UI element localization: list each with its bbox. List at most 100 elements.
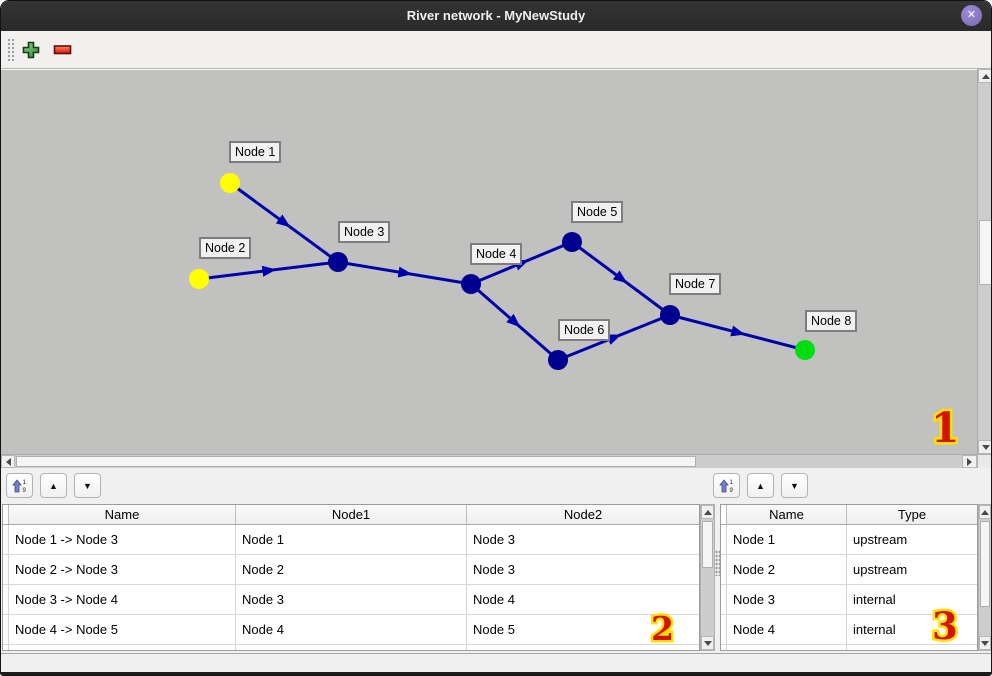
node-circle[interactable] <box>220 173 240 193</box>
toolbar-grip-handle[interactable] <box>7 38 15 62</box>
node-circle[interactable] <box>548 350 568 370</box>
node-circle[interactable] <box>461 274 481 294</box>
links-table-toolbar: 1 9 ▲ ▼ <box>6 473 101 499</box>
title-bar: River network - MyNewStudy ✕ <box>1 1 991 31</box>
column-header[interactable]: Node1 <box>236 505 467 524</box>
node-circle[interactable] <box>795 340 815 360</box>
svg-text:1: 1 <box>22 480 26 486</box>
move-down-button[interactable]: ▼ <box>74 473 101 498</box>
node-label[interactable]: Node 2 <box>199 237 252 259</box>
horizontal-scrollbar-thumb[interactable] <box>16 456 696 467</box>
node-label[interactable]: Node 3 <box>338 221 391 243</box>
node-label[interactable]: Node 7 <box>669 273 722 295</box>
node-circle[interactable] <box>189 269 209 289</box>
table-cell: Node 2 -> Node 3 <box>9 555 236 584</box>
panel-splitter-handle[interactable] <box>715 550 721 576</box>
table-cell: Node 1 -> Node 3 <box>9 525 236 554</box>
table-cell: Node 3 -> Node 4 <box>9 585 236 614</box>
node-circle[interactable] <box>562 232 582 252</box>
move-up-button[interactable]: ▲ <box>747 473 774 498</box>
node-label[interactable]: Node 5 <box>571 201 624 223</box>
scroll-up-button[interactable] <box>978 69 991 83</box>
edge-arrow-icon <box>730 325 746 337</box>
window-title: River network - MyNewStudy <box>406 8 586 23</box>
move-down-button[interactable]: ▼ <box>781 473 808 498</box>
canvas-horizontal-scrollbar[interactable] <box>1 454 977 468</box>
table-cell <box>3 585 9 614</box>
node-label[interactable]: Node 4 <box>470 243 523 265</box>
table-cell: Node 4 -> Node 5 <box>9 615 236 644</box>
arrow-down-icon <box>981 640 989 646</box>
scroll-down-button[interactable] <box>701 636 714 650</box>
scroll-right-button[interactable] <box>962 455 977 468</box>
svg-text:9: 9 <box>729 488 733 494</box>
table-cell: Node 5 <box>473 622 515 637</box>
vertical-scrollbar-thumb[interactable] <box>980 521 990 607</box>
remove-button[interactable] <box>50 37 76 63</box>
table-row[interactable]: Node 1 upstream <box>721 525 977 555</box>
network-canvas[interactable]: Node 1 Node 2 Node 3 Node 4 Node 5 Node 6 Node… <box>1 69 977 454</box>
table-cell <box>3 525 9 554</box>
add-button[interactable] <box>18 37 44 63</box>
table-cell: Node 1 <box>727 525 847 554</box>
scroll-left-button[interactable] <box>1 455 15 468</box>
nodes-table-scrollbar[interactable] <box>978 504 991 651</box>
svg-text:1: 1 <box>729 480 733 486</box>
node-label[interactable]: Node 8 <box>805 310 858 332</box>
column-header[interactable]: Name <box>727 505 847 524</box>
annotation-marker-2: 2 <box>651 609 674 648</box>
sort-button[interactable]: 1 9 <box>6 473 33 498</box>
node-label[interactable]: Node 6 <box>558 319 611 341</box>
table-cell <box>721 525 727 554</box>
table-cell: Node 2 <box>236 555 467 584</box>
column-header[interactable]: Name <box>9 505 236 524</box>
table-cell <box>727 645 847 650</box>
table-cell: upstream <box>853 532 908 547</box>
table-cell <box>9 645 236 650</box>
table-cell: internal <box>853 622 896 637</box>
edge-arrow-icon <box>261 265 277 277</box>
node-circle[interactable] <box>660 305 680 325</box>
edge-arrow-icon <box>397 266 413 278</box>
canvas-vertical-scrollbar[interactable] <box>977 69 991 454</box>
down-triangle-icon: ▼ <box>790 480 799 491</box>
svg-text:9: 9 <box>22 488 26 494</box>
table-cell <box>721 585 727 614</box>
scroll-up-button[interactable] <box>979 505 991 519</box>
table-cell: Node 4 <box>236 615 467 644</box>
close-icon: ✕ <box>966 9 977 21</box>
vertical-scrollbar-thumb[interactable] <box>702 521 713 568</box>
edge-arrow-icon <box>275 214 291 228</box>
scroll-down-button[interactable] <box>979 636 991 650</box>
node-label[interactable]: Node 1 <box>229 141 282 163</box>
column-header[interactable]: Node2 <box>563 507 603 522</box>
arrow-right-icon <box>967 457 972 466</box>
close-button[interactable]: ✕ <box>961 5 982 26</box>
arrow-down-icon <box>981 444 990 450</box>
links-table-scrollbar[interactable] <box>700 504 715 651</box>
table-cell <box>721 555 727 584</box>
node-circle[interactable] <box>328 252 348 272</box>
scroll-up-button[interactable] <box>701 505 714 519</box>
column-header[interactable]: Type <box>897 507 927 522</box>
annotation-marker-1: 1 <box>931 404 960 452</box>
column-header[interactable] <box>721 505 727 524</box>
vertical-scrollbar-thumb[interactable] <box>979 220 991 285</box>
scroll-down-button[interactable] <box>978 440 991 454</box>
move-up-button[interactable]: ▲ <box>40 473 67 498</box>
column-header[interactable] <box>3 505 9 524</box>
minus-icon <box>53 45 72 55</box>
arrow-up-icon <box>703 509 712 515</box>
table-cell: Node 2 <box>727 555 847 584</box>
table-cell: Node 4 <box>727 615 847 644</box>
table-cell: internal <box>853 592 896 607</box>
sort-button[interactable]: 1 9 <box>713 473 740 498</box>
